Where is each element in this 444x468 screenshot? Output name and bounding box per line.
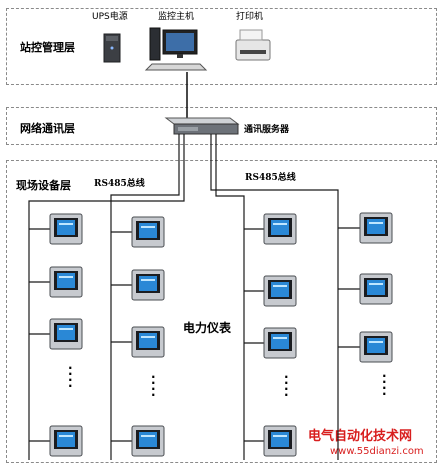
- network-communication-layer-box: [6, 107, 437, 145]
- power-meter-icon: [359, 212, 393, 244]
- power-meter-icon: [131, 425, 165, 457]
- ellipsis-col3: ····: [284, 370, 289, 402]
- computer-icon: [144, 27, 208, 71]
- server-icon: [164, 117, 240, 135]
- power-meter-icon: [263, 213, 297, 245]
- power-meter-icon: [49, 266, 83, 298]
- power-meter-icon: [263, 327, 297, 359]
- power-meter-icon: [359, 273, 393, 305]
- power-meter-icon: [131, 326, 165, 358]
- watermark-title: 电气自动化技术网: [308, 429, 413, 444]
- watermark-url: www.55dianzi.com: [330, 446, 424, 457]
- power-meter-icon: [49, 318, 83, 350]
- printer-icon: [235, 29, 271, 61]
- ups-icon: [103, 33, 121, 63]
- printer-label: 打印机: [236, 12, 264, 22]
- network-communication-layer-label: 网络通讯层: [20, 122, 75, 135]
- station-control-layer-label: 站控管理层: [20, 41, 75, 54]
- power-meter-icon: [359, 331, 393, 363]
- power-meter-icon: [131, 216, 165, 248]
- power-meter-icon: [49, 213, 83, 245]
- rs485-bus-left-label: RS485总线: [94, 179, 145, 189]
- power-meter-icon: [131, 269, 165, 301]
- ellipsis-col1: ····: [68, 361, 73, 393]
- station-control-layer-box: [6, 8, 437, 85]
- field-device-layer-box: [6, 160, 437, 463]
- power-meter-icon: [263, 425, 297, 457]
- ups-label: UPS电源: [92, 12, 128, 22]
- field-device-layer-label: 现场设备层: [16, 179, 71, 192]
- power-meter-label: 电力仪表: [183, 321, 232, 335]
- rs485-bus-right-label: RS485总线: [245, 173, 296, 183]
- server-label: 通讯服务器: [244, 125, 290, 135]
- ellipsis-col2: ····: [151, 370, 156, 402]
- power-meter-icon: [263, 275, 297, 307]
- host-label: 监控主机: [158, 12, 195, 22]
- power-meter-icon: [49, 425, 83, 457]
- ellipsis-col4: ····: [382, 369, 387, 401]
